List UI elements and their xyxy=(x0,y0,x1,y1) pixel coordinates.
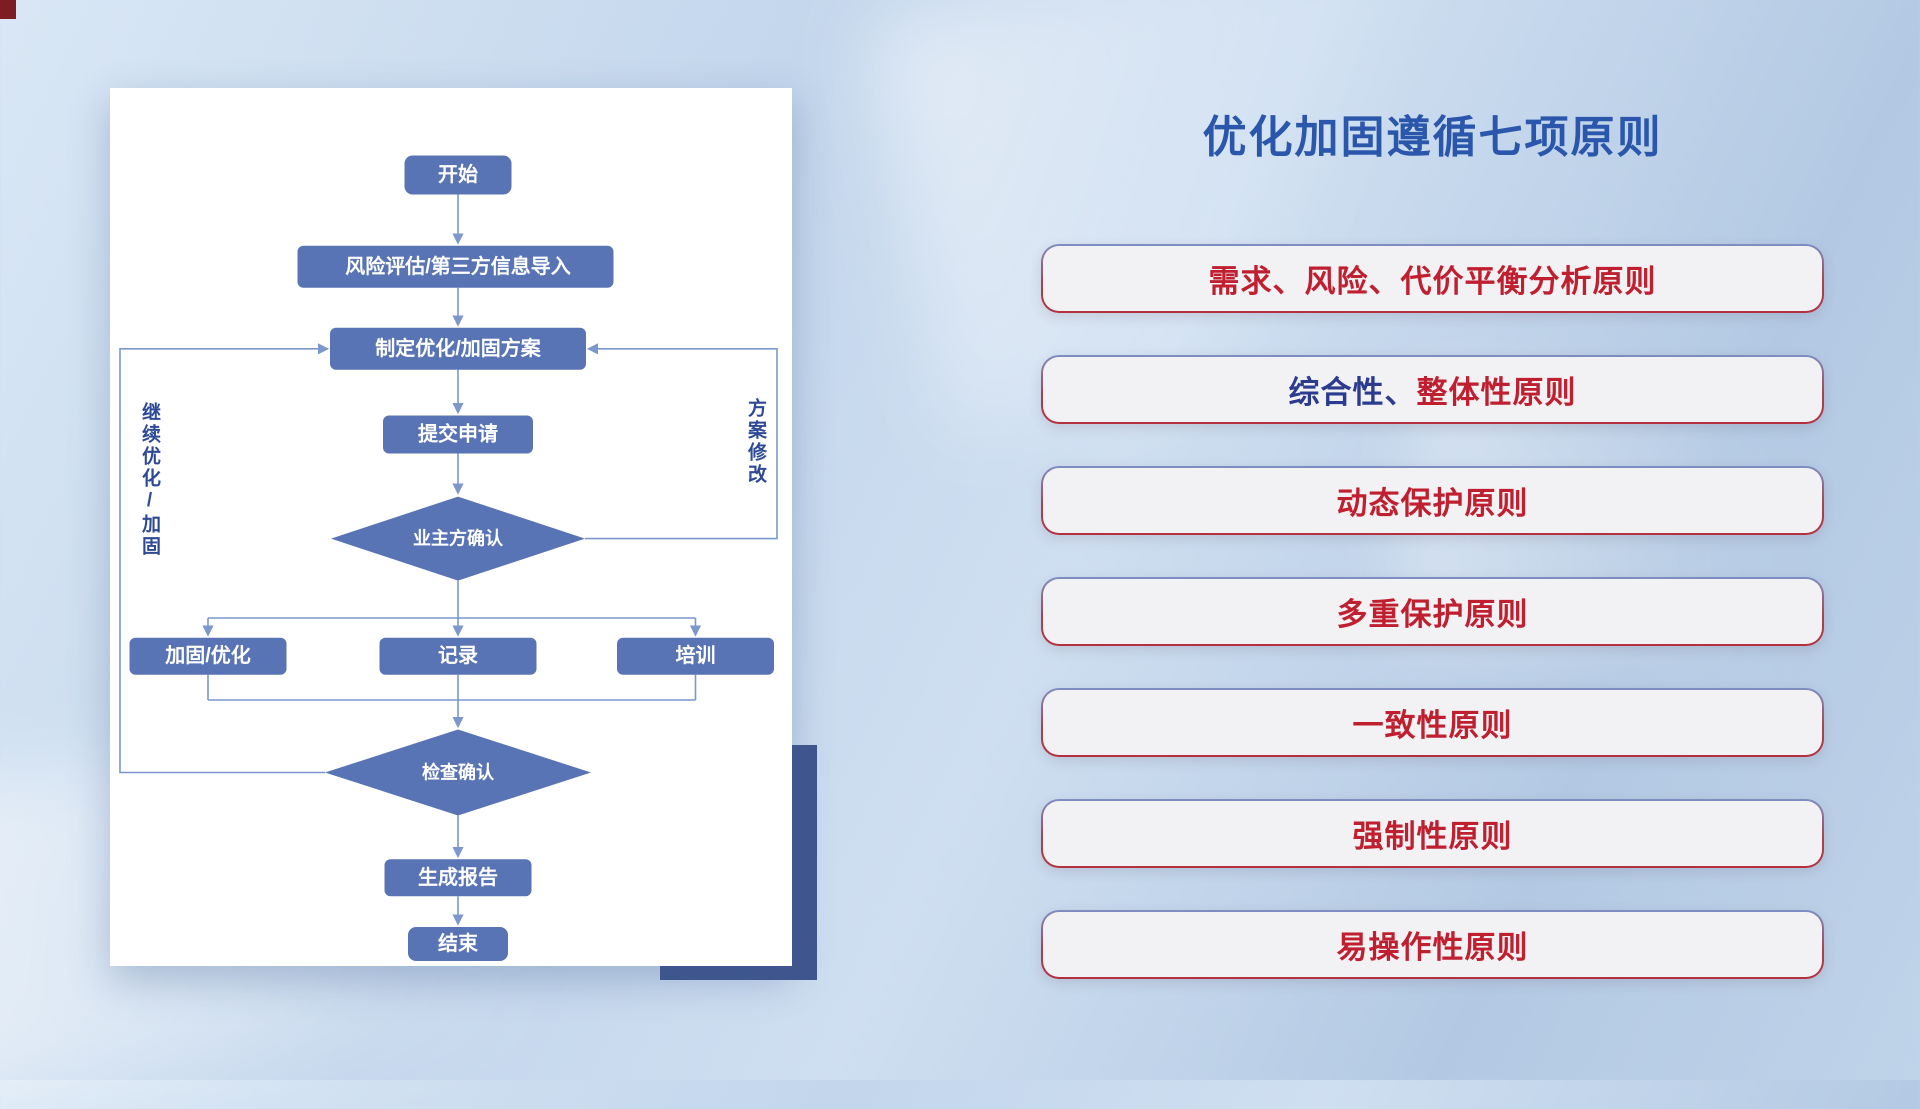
node-record: 记录 xyxy=(379,637,537,675)
node-risk-import-label: 风险评估/第三方信息导入 xyxy=(345,254,571,278)
principle-pill: 强制性原则 xyxy=(1041,799,1824,868)
principle-text: 整体性原则 xyxy=(1416,375,1577,410)
principle-text-highlight: 综合性、 xyxy=(1288,375,1417,410)
principles-panel: 优化加固遵循七项原则 需求、风险、代价平衡分析原则 综合性、 整体性原则 动态保… xyxy=(1041,112,1824,979)
corner-logo xyxy=(0,0,16,19)
node-start-label: 开始 xyxy=(438,162,478,186)
principle-text: 动态保护原则 xyxy=(1336,486,1529,521)
node-submit: 提交申请 xyxy=(383,415,533,454)
principle-text: 需求、风险、代价平衡分析原则 xyxy=(1208,264,1657,299)
process-flowchart: 开始 风险评估/第三方信息导入 制定优化/加固方案 提交申请 业主方确认 加固/… xyxy=(119,155,778,961)
node-start: 开始 xyxy=(404,155,512,195)
principle-pill: 动态保护原则 xyxy=(1041,466,1824,535)
node-training-label: 培训 xyxy=(676,643,716,667)
principle-text: 一致性原则 xyxy=(1352,708,1513,743)
node-make-plan-label: 制定优化/加固方案 xyxy=(375,336,542,360)
node-training: 培训 xyxy=(617,637,774,675)
node-record-label: 记录 xyxy=(438,644,478,667)
node-make-plan: 制定优化/加固方案 xyxy=(330,327,586,370)
principle-pill: 一致性原则 xyxy=(1041,688,1824,757)
principle-pill: 多重保护原则 xyxy=(1041,577,1824,646)
flowchart-card: 开始 风险评估/第三方信息导入 制定优化/加固方案 提交申请 业主方确认 加固/… xyxy=(110,88,792,966)
principles-list: 需求、风险、代价平衡分析原则 综合性、 整体性原则 动态保护原则 多重保护原则 xyxy=(1041,244,1824,979)
principle-pill: 易操作性原则 xyxy=(1041,910,1824,979)
node-report-label: 生成报告 xyxy=(418,865,498,889)
node-end-label: 结束 xyxy=(438,931,479,955)
node-end: 结束 xyxy=(408,927,508,961)
principle-text: 多重保护原则 xyxy=(1336,597,1529,632)
node-reinforce-label: 加固/优化 xyxy=(164,643,251,667)
principle-text: 强制性原则 xyxy=(1352,819,1513,854)
node-report: 生成报告 xyxy=(384,859,532,897)
principle-text: 易操作性原则 xyxy=(1336,930,1529,965)
node-check-confirm-label: 检查确认 xyxy=(422,762,495,783)
loop-label-continue-optimize: 继续优化/加固 xyxy=(139,402,160,558)
node-owner-confirm-label: 业主方确认 xyxy=(413,528,504,549)
panel-title: 优化加固遵循七项原则 xyxy=(1202,113,1663,162)
node-owner-confirm: 业主方确认 xyxy=(331,496,585,581)
principle-pill: 综合性、 整体性原则 xyxy=(1041,355,1824,424)
node-submit-label: 提交申请 xyxy=(418,422,498,446)
node-check-confirm: 检查确认 xyxy=(325,729,591,816)
loop-label-plan-modify: 方案修改 xyxy=(745,398,766,486)
principle-pill: 需求、风险、代价平衡分析原则 xyxy=(1041,244,1824,313)
node-reinforce: 加固/优化 xyxy=(129,637,287,675)
node-risk-import: 风险评估/第三方信息导入 xyxy=(297,245,614,288)
